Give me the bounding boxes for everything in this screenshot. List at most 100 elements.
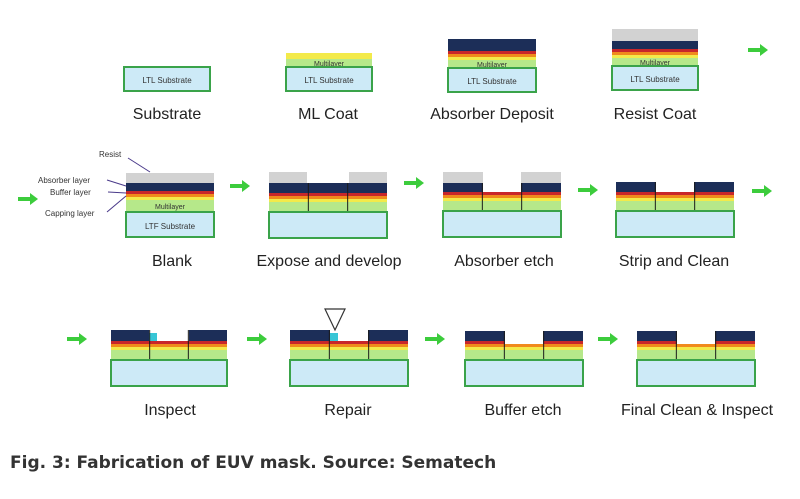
substrate-block-6 bbox=[268, 211, 388, 239]
substrate-block-1 bbox=[123, 66, 211, 92]
ml-block-8 bbox=[616, 201, 734, 211]
ml-block-7 bbox=[443, 201, 561, 211]
ml-block-12 bbox=[637, 350, 755, 360]
arrow-row2-end bbox=[752, 185, 772, 197]
stage-label-buffer-etch: Buffer etch bbox=[484, 402, 562, 419]
substrate-text-4: LTL Substrate bbox=[630, 75, 680, 84]
arrow-row2-end-shape bbox=[752, 185, 772, 197]
substrate-text-2: LTL Substrate bbox=[304, 76, 354, 85]
buffer-8 bbox=[616, 192, 734, 195]
absorber-right-8 bbox=[694, 182, 734, 192]
stage-label-blank: Blank bbox=[151, 253, 193, 270]
substrate-block-3 bbox=[447, 67, 537, 93]
ml-yellow-5 bbox=[126, 197, 214, 200]
stage-label-inspect: Inspect bbox=[144, 402, 196, 419]
arrow-row2-a-shape bbox=[230, 180, 250, 192]
ml-yellow-9 bbox=[111, 347, 227, 350]
substrate-block-4 bbox=[611, 65, 699, 91]
substrate-text-3: LTL Substrate bbox=[467, 77, 517, 86]
leader-resist bbox=[127, 157, 151, 173]
substrate-block-12 bbox=[636, 359, 756, 387]
ml-block-11 bbox=[465, 350, 583, 360]
capping-6 bbox=[269, 196, 387, 199]
leader-absorber bbox=[106, 179, 127, 187]
absorber-left-12 bbox=[637, 331, 677, 341]
substrate-block-2 bbox=[285, 66, 373, 92]
absorber-right-7 bbox=[521, 183, 561, 192]
buffer-right-12 bbox=[715, 341, 755, 344]
ml-yellow-4 bbox=[612, 55, 698, 58]
resist-right-6 bbox=[349, 172, 387, 183]
buffer-left-11 bbox=[465, 341, 505, 344]
stage-label-resist-coat: Resist Coat bbox=[613, 106, 697, 123]
arrow-row2-b-shape bbox=[404, 177, 424, 189]
absorber-3 bbox=[448, 39, 536, 51]
resist-left-6 bbox=[269, 172, 307, 183]
resist-right-7 bbox=[521, 172, 561, 183]
stage-label-expose-develop: Expose and develop bbox=[256, 253, 402, 270]
ml-text-4: Multilayer bbox=[640, 60, 671, 67]
capping-3 bbox=[448, 54, 536, 57]
leader-buffer bbox=[107, 191, 127, 194]
substrate-block-9 bbox=[110, 359, 228, 387]
absorber-left-10 bbox=[290, 330, 330, 341]
stage-label-final-clean-inspect: Final Clean & Inspect bbox=[620, 402, 774, 419]
ml-block-3 bbox=[448, 60, 536, 68]
ml-yellow-2 bbox=[286, 53, 372, 59]
stage-label-substrate: Substrate bbox=[132, 106, 202, 123]
arrow-row3-start-shape bbox=[67, 333, 87, 345]
arrow-row3-b bbox=[425, 333, 445, 345]
ml-block-10 bbox=[290, 350, 408, 360]
ml-block-4 bbox=[612, 58, 698, 66]
absorber-right-11 bbox=[543, 331, 583, 341]
absorber-right-12 bbox=[715, 331, 755, 341]
ml-yellow-6 bbox=[269, 199, 387, 202]
arrow-row3-a-shape bbox=[247, 333, 267, 345]
buffer-right-11 bbox=[543, 341, 583, 344]
annotation-buffer: Buffer layer bbox=[50, 188, 91, 197]
stage-label-absorber-etch: Absorber etch bbox=[454, 253, 554, 270]
resist-left-7 bbox=[443, 172, 483, 183]
buffer-5 bbox=[126, 191, 214, 194]
arrow-row2-a bbox=[230, 180, 250, 192]
leader-capping bbox=[106, 195, 127, 213]
ml-block-5 bbox=[126, 200, 214, 212]
absorber-right-10 bbox=[368, 330, 408, 341]
buffer-7 bbox=[443, 192, 561, 195]
ml-text-5: Multilayer bbox=[155, 204, 186, 211]
resist-4 bbox=[612, 29, 698, 41]
capping-10 bbox=[290, 344, 408, 347]
arrow-row2-start-shape bbox=[18, 193, 38, 205]
ml-block-2 bbox=[286, 59, 372, 67]
arrow-row3-c bbox=[598, 333, 618, 345]
buffer-4 bbox=[612, 49, 698, 52]
capping-9 bbox=[111, 344, 227, 347]
resist-5 bbox=[126, 173, 214, 183]
capping-4 bbox=[612, 52, 698, 55]
arrow-row3-c-shape bbox=[598, 333, 618, 345]
ml-block-9 bbox=[111, 350, 227, 360]
ml-yellow-10 bbox=[290, 347, 408, 350]
ml-yellow-7 bbox=[443, 198, 561, 201]
ml-yellow-11 bbox=[465, 347, 583, 350]
capping-5 bbox=[126, 194, 214, 197]
stage-label-strip-clean: Strip and Clean bbox=[618, 253, 730, 270]
capping-12 bbox=[637, 344, 755, 347]
figure-caption: Fig. 3: Fabrication of EUV mask. Source:… bbox=[10, 453, 497, 473]
absorber-left-11 bbox=[465, 331, 505, 341]
capping-8 bbox=[616, 195, 734, 198]
buffer-9 bbox=[111, 341, 227, 344]
absorber-5 bbox=[126, 183, 214, 191]
substrate-block-11 bbox=[464, 359, 584, 387]
absorber-left-7 bbox=[443, 183, 483, 192]
defect-9 bbox=[149, 333, 157, 341]
ml-yellow-3 bbox=[448, 57, 536, 60]
buffer-left-12 bbox=[637, 341, 677, 344]
arrow-row2-c bbox=[578, 184, 598, 196]
arrow-row3-start bbox=[67, 333, 87, 345]
arrow-row3-b-shape bbox=[425, 333, 445, 345]
substrate-block-5 bbox=[125, 211, 215, 238]
arrow-row2-c-shape bbox=[578, 184, 598, 196]
